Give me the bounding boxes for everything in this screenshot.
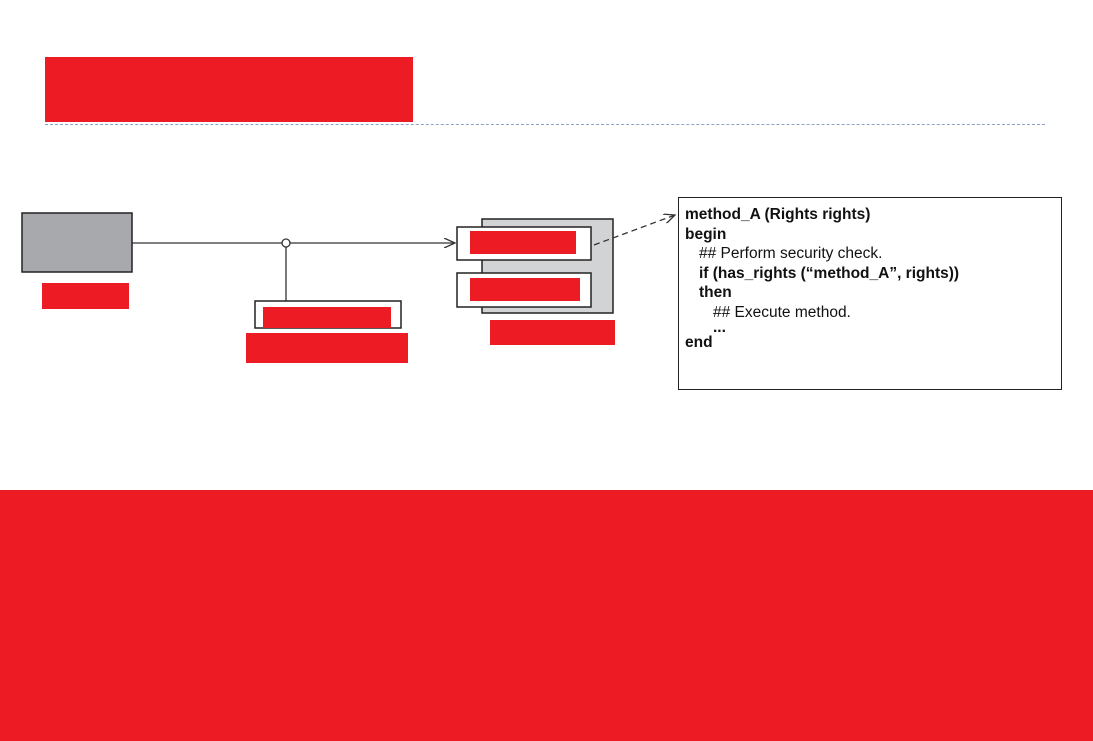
rights-box-redaction <box>263 307 391 328</box>
title-divider <box>45 124 1045 125</box>
code-line-comment-check: ## Perform security check. <box>699 245 883 263</box>
code-line-begin: begin <box>685 225 727 243</box>
rights-label-redaction <box>246 333 408 363</box>
code-line-end: end <box>685 333 713 351</box>
title-redaction <box>45 57 413 122</box>
method-a-redaction <box>470 231 576 254</box>
code-link-arrow <box>593 215 675 246</box>
code-line-then: then <box>699 284 732 302</box>
method-code-box: method_A (Rights rights) begin ## Perfor… <box>678 197 1062 390</box>
junction-dot <box>281 238 291 248</box>
code-line-signature: method_A (Rights rights) <box>685 206 871 223</box>
code-line-ellipsis: ... <box>713 318 726 336</box>
code-line-comment-execute: ## Execute method. <box>713 303 851 321</box>
code-line-if: if (has_rights (“method_A”, rights)) <box>699 264 960 282</box>
client-box <box>21 212 133 273</box>
client-label-redaction <box>42 283 129 309</box>
bottom-redaction <box>0 490 1093 741</box>
object-label-redaction <box>490 320 615 345</box>
method-b-redaction <box>470 278 580 301</box>
